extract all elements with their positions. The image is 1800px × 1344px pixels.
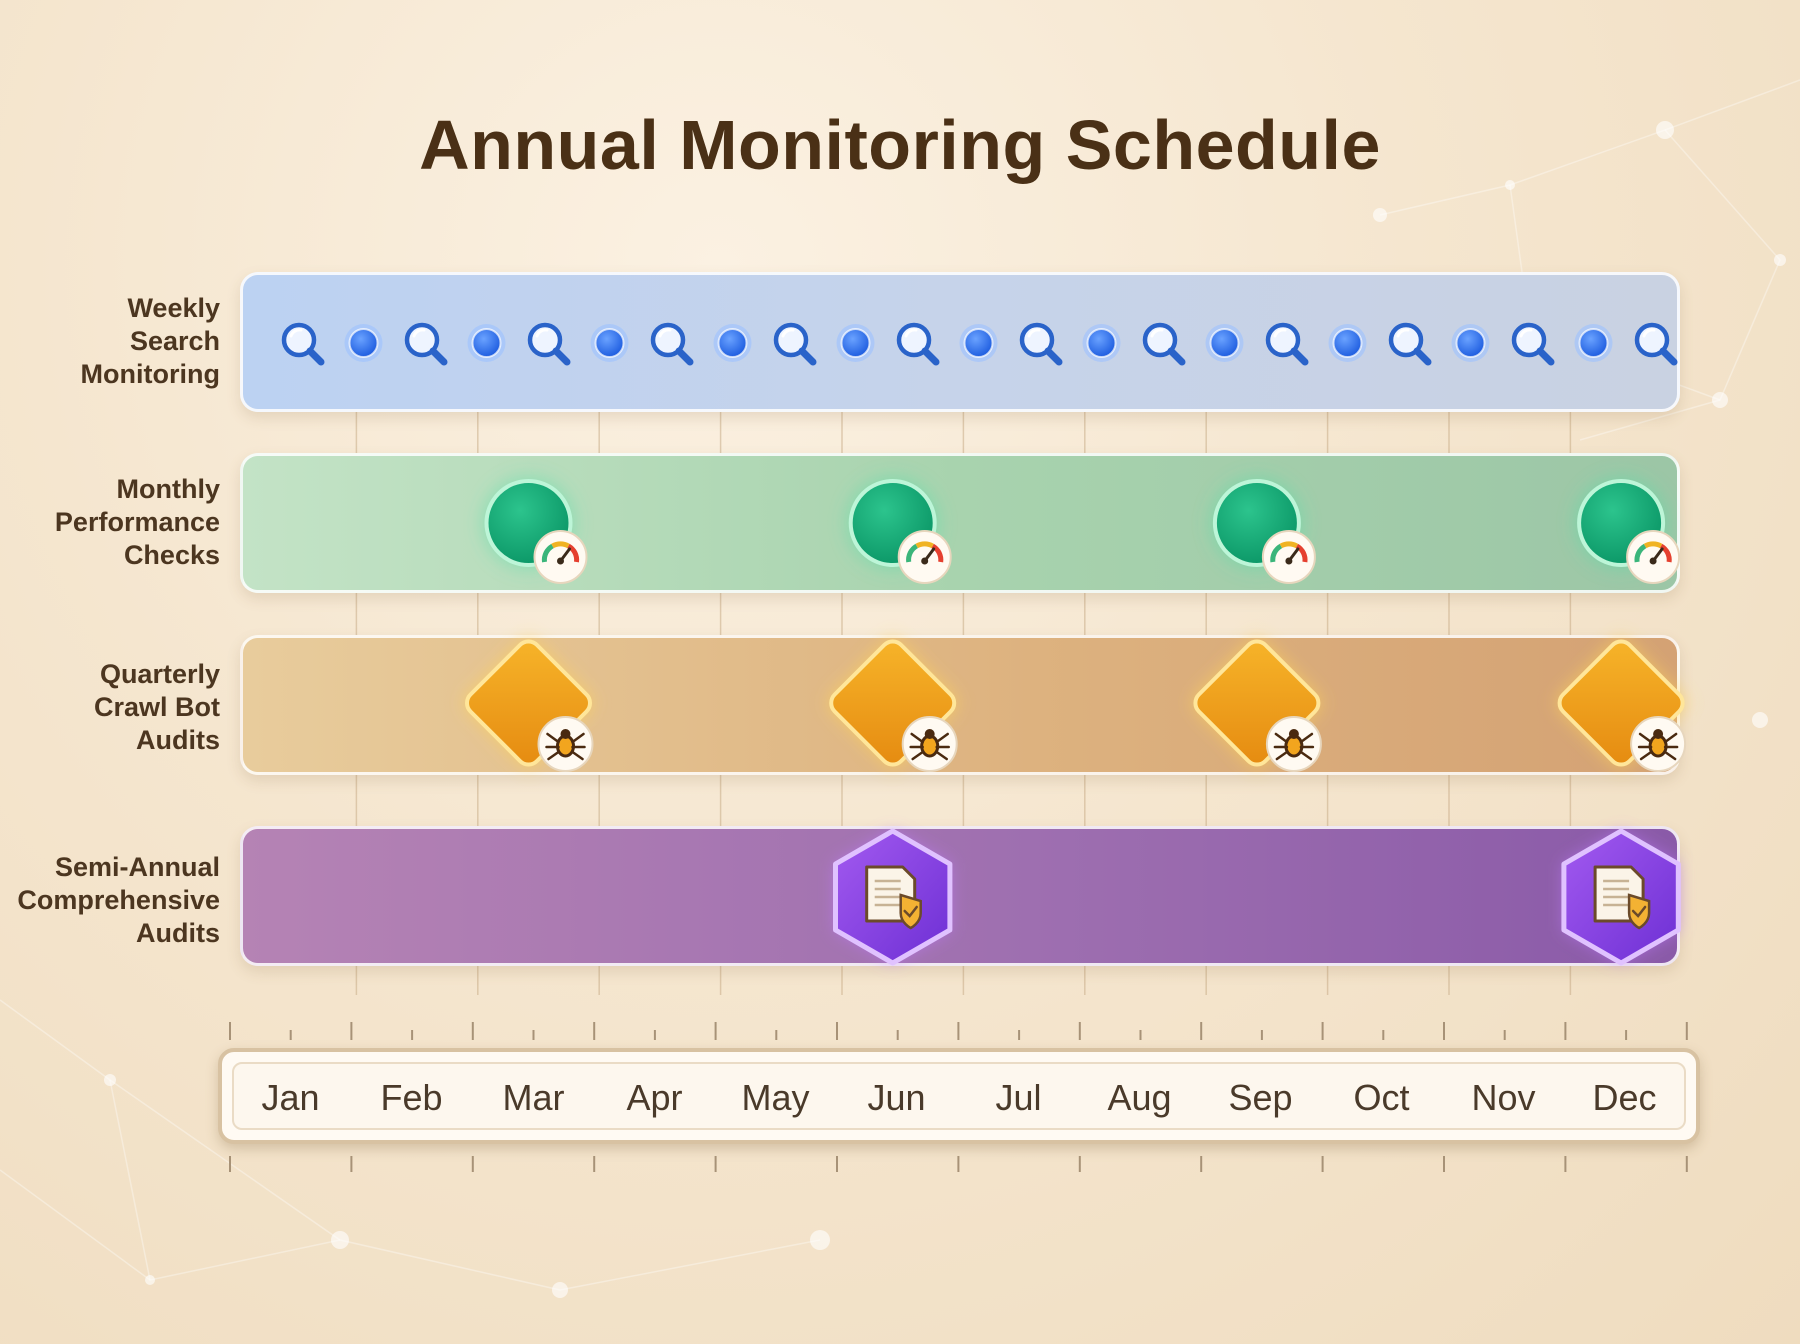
month-label-dec: Dec <box>1592 1077 1657 1118</box>
search-icon <box>1511 322 1555 366</box>
row-label-line: Performance <box>54 507 220 537</box>
search-icon <box>527 322 571 366</box>
row-label-line: Monitoring <box>80 359 220 389</box>
row-label-line: Audits <box>136 918 220 948</box>
week-dot <box>717 328 748 358</box>
month-label-sep: Sep <box>1228 1077 1293 1118</box>
row-label-line: Checks <box>123 540 220 570</box>
search-icon <box>1265 322 1309 366</box>
week-dot <box>840 328 871 358</box>
speedometer-icon <box>1626 530 1681 584</box>
month-label-mar: Mar <box>502 1077 565 1118</box>
month-label-jul: Jul <box>995 1077 1042 1118</box>
week-dot <box>1086 328 1117 358</box>
search-icon <box>281 322 325 366</box>
week-dot <box>348 328 379 358</box>
row-label-semi-annual: Semi-Annual Comprehensive Audits <box>0 851 220 950</box>
speedometer-icon <box>533 530 588 584</box>
row-label-monthly: Monthly Performance Checks <box>0 473 220 572</box>
month-label-nov: Nov <box>1471 1077 1536 1118</box>
row-label-line: Audits <box>136 725 220 755</box>
search-icon <box>896 322 940 366</box>
month-label-jun: Jun <box>867 1077 926 1118</box>
semi-annual-band <box>240 826 1680 966</box>
page-title: Annual Monitoring Schedule <box>419 106 1381 184</box>
week-dot <box>1455 328 1486 358</box>
month-label-feb: Feb <box>380 1077 443 1118</box>
month-axis-inner <box>232 1062 1686 1130</box>
monthly-band <box>240 453 1680 593</box>
search-icon <box>1388 322 1432 366</box>
document-shield-icon <box>1593 865 1651 930</box>
search-icon <box>1019 322 1063 366</box>
row-label-line: Monthly <box>116 474 220 504</box>
week-dot <box>594 328 625 358</box>
row-label-weekly: Weekly Search Monitoring <box>0 292 220 391</box>
row-label-quarterly: Quarterly Crawl Bot Audits <box>0 658 220 757</box>
row-label-line: Crawl Bot <box>93 692 220 722</box>
row-label-line: Quarterly <box>99 659 220 689</box>
week-dot <box>1578 328 1609 358</box>
search-icon <box>1634 322 1678 366</box>
month-label-may: May <box>741 1077 810 1118</box>
row-label-line: Semi-Annual <box>54 852 220 882</box>
month-axis <box>218 1048 1700 1144</box>
month-label-apr: Apr <box>626 1077 683 1118</box>
week-dot <box>1332 328 1363 358</box>
week-dot <box>963 328 994 358</box>
week-dot <box>471 328 502 358</box>
search-icon <box>650 322 694 366</box>
month-label-aug: Aug <box>1107 1077 1172 1118</box>
bug-icon <box>901 716 958 772</box>
search-icon <box>404 322 448 366</box>
bug-icon <box>1630 716 1687 772</box>
search-icon <box>773 322 817 366</box>
speedometer-icon <box>897 530 952 584</box>
row-label-line: Weekly <box>127 293 220 323</box>
bug-icon <box>537 716 594 772</box>
row-label-line: Search <box>129 326 220 356</box>
month-label-jan: Jan <box>261 1077 320 1118</box>
week-dot <box>1209 328 1240 358</box>
document-shield-icon <box>865 865 922 930</box>
bug-icon <box>1265 716 1322 772</box>
search-icon <box>1142 322 1186 366</box>
row-label-line: Comprehensive <box>17 885 220 915</box>
month-label-oct: Oct <box>1353 1077 1410 1118</box>
speedometer-icon <box>1261 530 1316 584</box>
